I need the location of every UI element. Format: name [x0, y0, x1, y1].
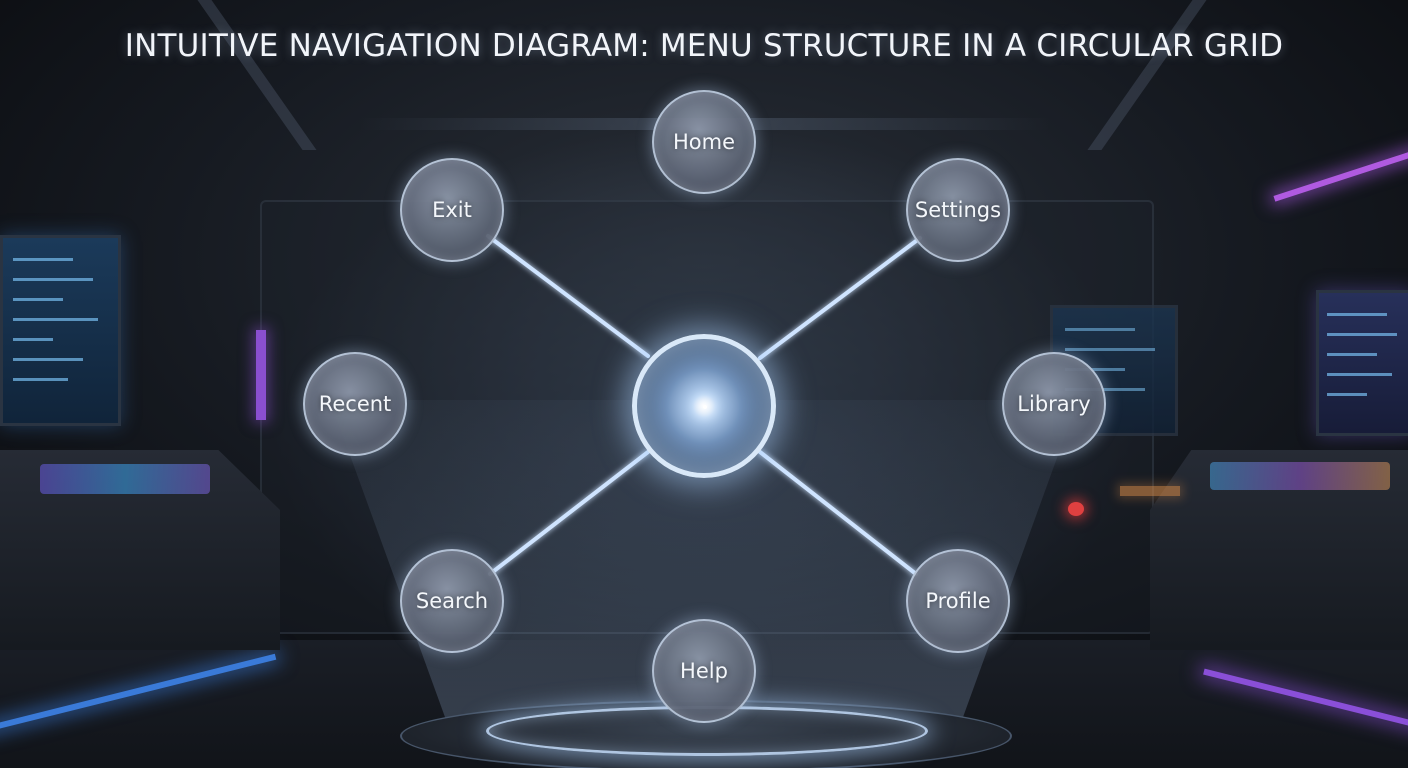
orange-indicator-light [1120, 486, 1180, 496]
menu-node-label: Exit [432, 198, 472, 222]
console-keys-right [1210, 462, 1390, 490]
menu-node-search[interactable]: Search [400, 549, 504, 653]
menu-node-label: Help [680, 659, 728, 683]
menu-node-label: Recent [318, 392, 392, 416]
menu-node-label: Settings [914, 198, 1002, 222]
wall-monitor-right [1316, 290, 1408, 436]
menu-node-label: Profile [925, 589, 991, 613]
menu-node-profile[interactable]: Profile [906, 549, 1010, 653]
menu-node-home[interactable]: Home [652, 90, 756, 194]
connector-profile [758, 450, 918, 576]
menu-node-recent[interactable]: Recent [303, 352, 407, 456]
menu-node-label: Search [415, 589, 489, 613]
neon-light-left-wall [256, 330, 266, 420]
menu-node-settings[interactable]: Settings [906, 158, 1010, 262]
glow-orb-icon [703, 405, 707, 409]
central-hub[interactable] [632, 334, 776, 478]
diagram-title: INTUITIVE NAVIGATION DIAGRAM: MENU STRUC… [124, 28, 1284, 64]
wall-monitor-left [0, 235, 121, 426]
menu-node-label: Home [672, 130, 735, 154]
connector-settings [758, 236, 922, 360]
red-indicator-light [1068, 502, 1084, 516]
control-console-left [0, 450, 280, 650]
console-keys-left [40, 464, 210, 494]
connector-exit [486, 234, 650, 358]
menu-node-help[interactable]: Help [652, 619, 756, 723]
menu-node-label: Library [1017, 392, 1091, 416]
menu-node-exit[interactable]: Exit [400, 158, 504, 262]
control-console-right [1150, 450, 1408, 650]
menu-node-library[interactable]: Library [1002, 352, 1106, 456]
connector-search [488, 450, 650, 576]
